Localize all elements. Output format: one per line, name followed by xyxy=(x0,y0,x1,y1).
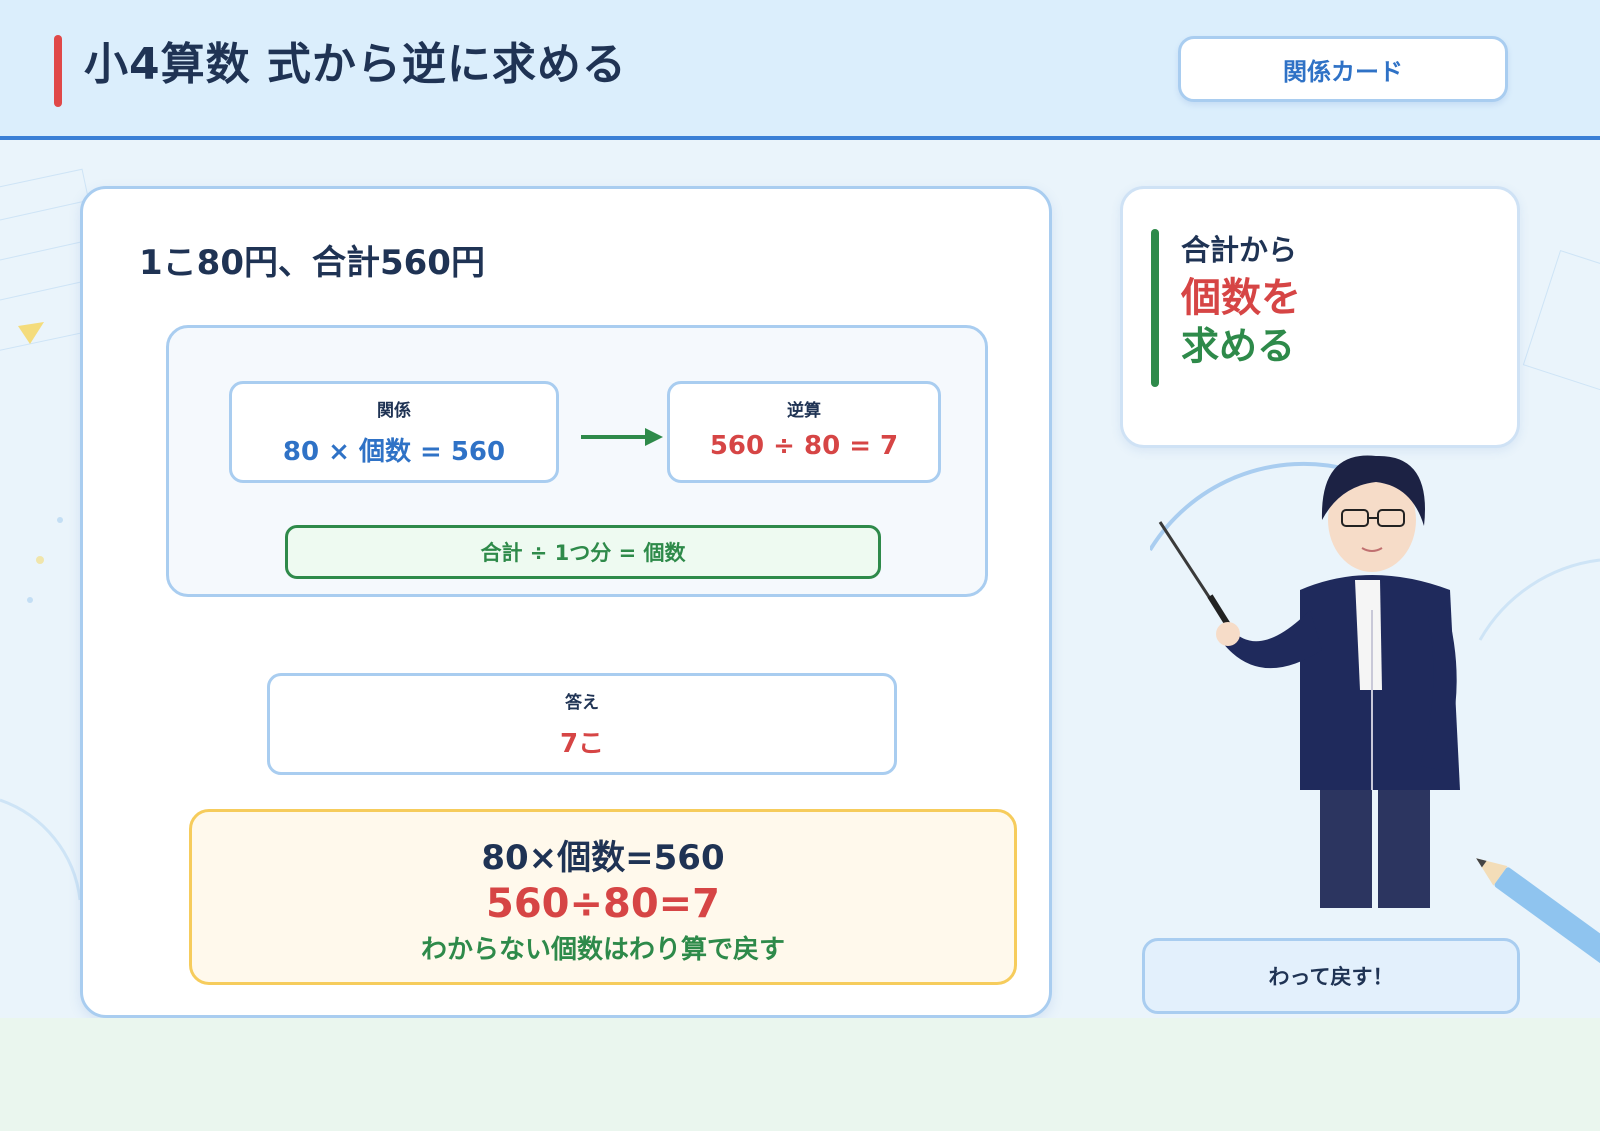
relation-equation: 80 × 個数 = 560 xyxy=(282,437,506,467)
relation-panel: 関係 80 × 個数 = 560 逆算 560 ÷ 80 = 7 合計 ÷ 1つ… xyxy=(166,325,988,597)
summary-box: 80×個数=560 560÷80=7 わからない個数はわり算で戻す xyxy=(189,809,1017,985)
inverse-equation: 560 ÷ 80 = 7 xyxy=(709,431,899,461)
side-note-line-2: 個数を xyxy=(1181,275,1301,321)
relation-card-button[interactable]: 関係カード xyxy=(1178,36,1508,102)
problem-statement: 1こ80円、合計560円 xyxy=(139,243,485,283)
side-note-line-1: 合計から xyxy=(1181,233,1298,267)
title-accent-bar xyxy=(54,35,62,107)
side-accent-bar xyxy=(1151,229,1159,387)
answer-label: 答え xyxy=(565,693,599,713)
answer-box: 答え 7こ xyxy=(267,673,897,775)
relation-box: 関係 80 × 個数 = 560 xyxy=(229,381,559,483)
inverse-box: 逆算 560 ÷ 80 = 7 xyxy=(667,381,941,483)
relation-label: 関係 xyxy=(377,401,411,421)
right-arrow-icon xyxy=(581,428,663,446)
summary-line-1: 80×個数=560 xyxy=(481,838,725,878)
side-note-card: 合計から 個数を 求める xyxy=(1120,186,1520,448)
teacher-character xyxy=(1150,455,1460,908)
inverse-label: 逆算 xyxy=(787,401,821,421)
speech-bubble: わって戻す！ xyxy=(1142,938,1520,1014)
summary-line-2: 560÷80=7 xyxy=(485,881,721,927)
side-note-line-3: 求める xyxy=(1181,324,1296,368)
page-title: 小4算数 式から逆に求める xyxy=(84,39,627,90)
footer-band xyxy=(0,1018,1600,1131)
summary-line-3: わからない個数はわり算で戻す xyxy=(420,935,785,965)
main-card: 1こ80円、合計560円 関係 80 × 個数 = 560 逆算 560 ÷ 8… xyxy=(80,186,1052,1018)
answer-value: 7こ xyxy=(559,729,605,759)
rule-formula: 合計 ÷ 1つ分 = 個数 xyxy=(285,525,881,579)
